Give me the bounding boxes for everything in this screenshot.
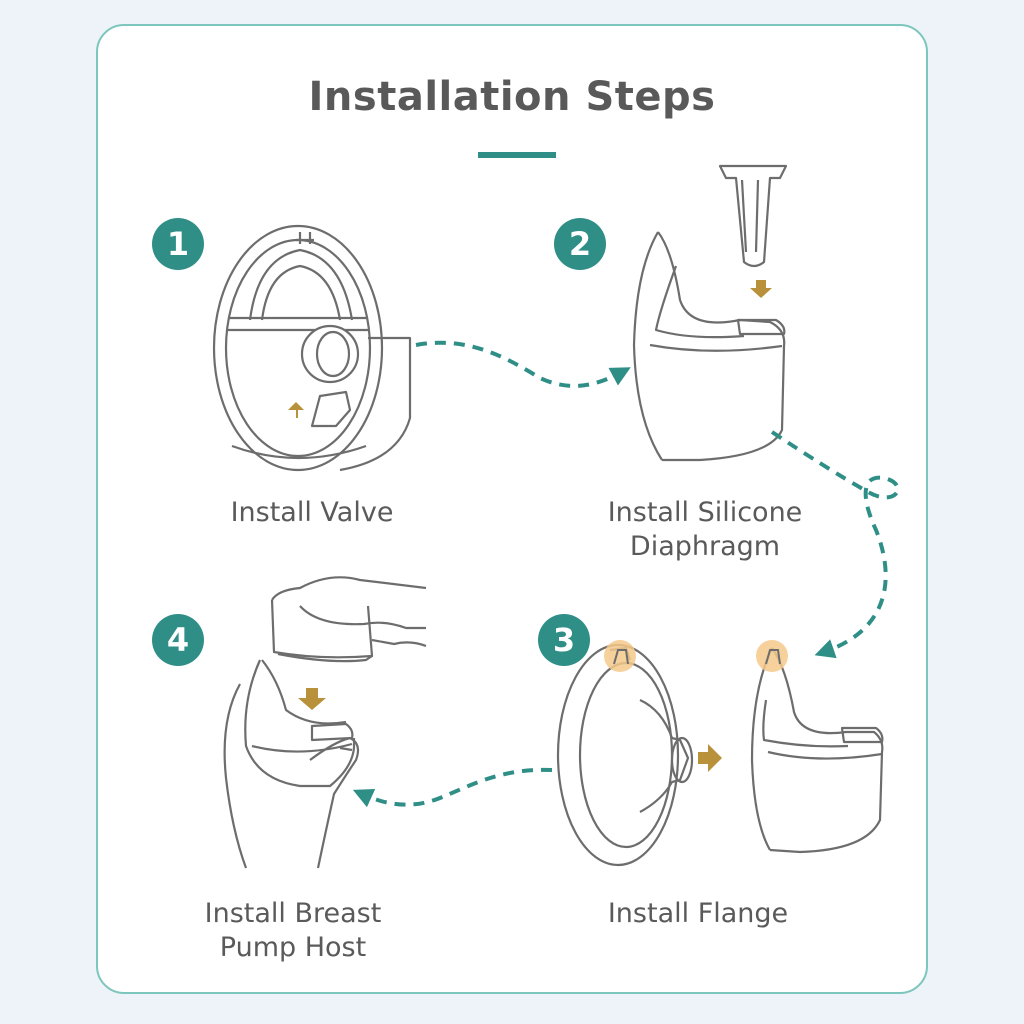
step-1-caption-line-1: Install Valve — [230, 497, 394, 528]
step-4-caption-line-1: Install Breast — [204, 898, 382, 929]
step-1-insert-arrow — [288, 402, 304, 418]
step-3-caption-line-1: Install Flange — [607, 898, 789, 929]
step-4-caption: Install Breast Pump Host — [143, 897, 443, 965]
connector-step-2-to-3 — [770, 430, 900, 659]
step-2-caption: Install Silicone Diaphragm — [555, 496, 855, 564]
step-3-flange-arrow — [698, 744, 722, 772]
step-3-cup-hook — [765, 649, 781, 665]
step-3-caption: Install Flange — [548, 897, 848, 931]
connector-step-3-to-4 — [352, 767, 553, 808]
step-2-badge: 2 — [554, 218, 606, 270]
step-3-badge: 3 — [538, 614, 590, 666]
step-3-flange-illustration — [556, 643, 694, 867]
step-4-insert-arrow — [298, 688, 326, 710]
step-2-insert-arrow — [750, 280, 772, 298]
step-3-flange-hook-highlight — [604, 640, 636, 672]
step-4-pump-host-illustration — [270, 576, 427, 663]
step-3-cup-illustration — [750, 647, 884, 854]
step-3-flange-hook — [613, 649, 629, 665]
step-1-valve-housing-illustration — [212, 224, 412, 472]
page-title: Installation Steps — [308, 74, 716, 120]
step-1-badge: 1 — [152, 218, 204, 270]
step-4-caption-line-2: Pump Host — [219, 932, 367, 963]
title-underline — [478, 152, 556, 158]
step-2-caption-line-2: Diaphragm — [629, 531, 781, 562]
step-3-cup-hook-highlight — [756, 640, 788, 672]
step-1-caption: Install Valve — [162, 496, 462, 530]
step-2-diaphragm-illustration — [632, 164, 788, 462]
step-2-caption-line-1: Install Silicone — [607, 497, 803, 528]
connector-step-1-to-2 — [415, 340, 631, 388]
step-4-badge: 4 — [152, 614, 204, 666]
step-4-hand-illustration — [223, 659, 360, 869]
